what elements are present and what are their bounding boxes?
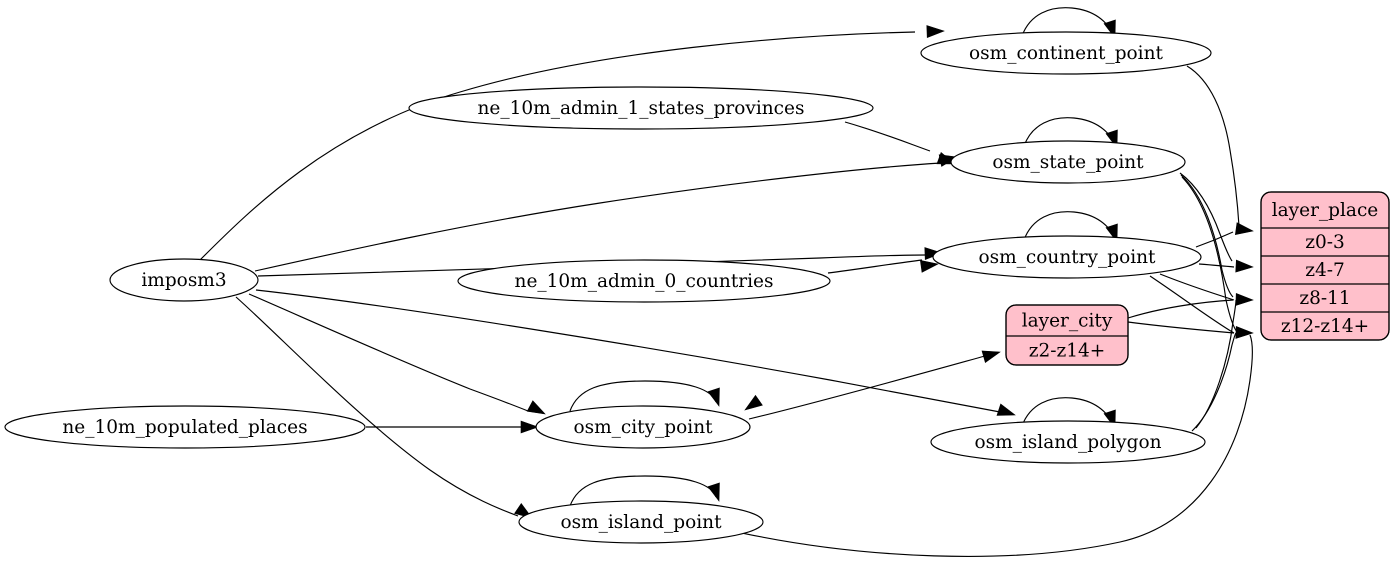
edge-imposm3-to-osm_island_polygon xyxy=(255,289,1001,413)
node-imposm3[interactable]: imposm3 xyxy=(109,258,259,302)
edge-osm_city_point-to-layer_city_z2 xyxy=(748,355,986,420)
arrow-heads-layer xyxy=(514,19,1254,519)
node-osm_continent_point[interactable]: osm_continent_point xyxy=(920,31,1212,75)
arrowhead xyxy=(996,403,1016,416)
edge-osm_continent_point-to-layer_place_z0_3 xyxy=(1186,65,1240,227)
arrowhead xyxy=(981,350,1001,363)
edge-osm_country_point-to-layer_place_z12 xyxy=(1149,275,1235,334)
record-row-layer_place_z4_7[interactable] xyxy=(1261,256,1389,284)
record-row-layer_city_header[interactable] xyxy=(1006,305,1128,336)
edge-osm_state_point-to-layer_place_z4_7 xyxy=(1179,172,1233,262)
arrowhead xyxy=(919,260,939,273)
edge-ne_10m_admin_0_countries-to-osm_country_point xyxy=(827,259,923,274)
edge-layer_city-to-layer_place_z12 xyxy=(1127,321,1235,334)
node-shape-ne_10m_admin_1_states_provinces xyxy=(408,86,874,130)
record-row-layer_place_z8_11[interactable] xyxy=(1261,284,1389,312)
node-osm_island_point[interactable]: osm_island_point xyxy=(518,500,764,544)
node-osm_city_point[interactable]: osm_city_point xyxy=(535,405,751,449)
edge-imposm3-to-osm_continent_point xyxy=(199,31,916,261)
record-row-layer_city_z2[interactable] xyxy=(1006,336,1128,365)
arrowhead xyxy=(1234,222,1254,235)
arrowhead xyxy=(707,387,720,407)
node-ne_10m_admin_1_states_provinces[interactable]: ne_10m_admin_1_states_provinces xyxy=(408,86,874,130)
edge-osm_country_point-to-layer_place_z0_3 xyxy=(1195,231,1234,248)
arrowhead xyxy=(707,482,720,502)
edge-osm_island_point-to-layer_place_z12 xyxy=(741,334,1253,557)
node-osm_state_point[interactable]: osm_state_point xyxy=(950,140,1186,184)
record-row-layer_place_z12[interactable] xyxy=(1261,312,1389,340)
node-ne_10m_admin_0_countries[interactable]: ne_10m_admin_0_countries xyxy=(457,259,831,303)
edge-osm_island_polygon-to-layer_place_z8_11 xyxy=(1195,299,1237,429)
record-row-layer_place_z0_3[interactable] xyxy=(1261,228,1389,256)
edge-imposm3-to-osm_state_point xyxy=(254,162,942,272)
record-row-layer_place_header[interactable] xyxy=(1261,192,1389,228)
arrowhead xyxy=(520,420,539,434)
edge-osm_island_polygon-to-layer_place_z12 xyxy=(1191,332,1237,432)
edge-ne_10m_admin_1_states_provinces-to-osm_state_point xyxy=(844,121,931,152)
edge-osm_country_point-to-layer_place_z4_7 xyxy=(1198,263,1235,268)
node-osm_island_polygon[interactable]: osm_island_polygon xyxy=(930,420,1206,464)
record-outline-layer_city xyxy=(1005,304,1129,366)
arrowhead xyxy=(1235,325,1254,339)
edge-imposm3-to-osm_city_point xyxy=(248,293,529,412)
node-shape-osm_island_point xyxy=(518,500,764,544)
node-shape-osm_island_polygon xyxy=(930,420,1206,464)
arrowhead xyxy=(744,394,763,411)
arrowhead xyxy=(936,152,956,165)
node-shape-imposm3 xyxy=(109,258,259,302)
record-outline-layer_place xyxy=(1260,191,1390,341)
edge-osm_city_point-to-osm_city_point xyxy=(569,380,717,412)
node-shape-ne_10m_populated_places xyxy=(4,405,366,449)
edge-layer_city-to-layer_place_z8_11 xyxy=(1127,299,1234,319)
node-shape-osm_city_point xyxy=(535,405,751,449)
edge-osm_country_point-to-layer_place_z8_11 xyxy=(1159,273,1235,301)
node-shape-osm_country_point xyxy=(932,235,1202,279)
edge-osm_state_point-to-layer_place_z12 xyxy=(1181,176,1238,333)
node-osm_country_point[interactable]: osm_country_point xyxy=(932,235,1202,279)
node-shape-osm_state_point xyxy=(950,140,1186,184)
edge-imposm3-to-osm_island_point xyxy=(235,296,519,517)
nodes-layer: imposm3 ne_10m_admin_1_states_provincesne… xyxy=(4,31,1212,544)
node-shape-osm_continent_point xyxy=(920,31,1212,75)
edge-osm_island_point-to-osm_island_point xyxy=(569,475,717,507)
node-ne_10m_populated_places[interactable]: ne_10m_populated_places xyxy=(4,405,366,449)
node-shape-ne_10m_admin_0_countries xyxy=(457,259,831,303)
arrowhead xyxy=(926,25,945,39)
arrowhead xyxy=(526,400,546,415)
arrowhead xyxy=(1235,259,1254,273)
arrowhead xyxy=(1235,292,1254,306)
